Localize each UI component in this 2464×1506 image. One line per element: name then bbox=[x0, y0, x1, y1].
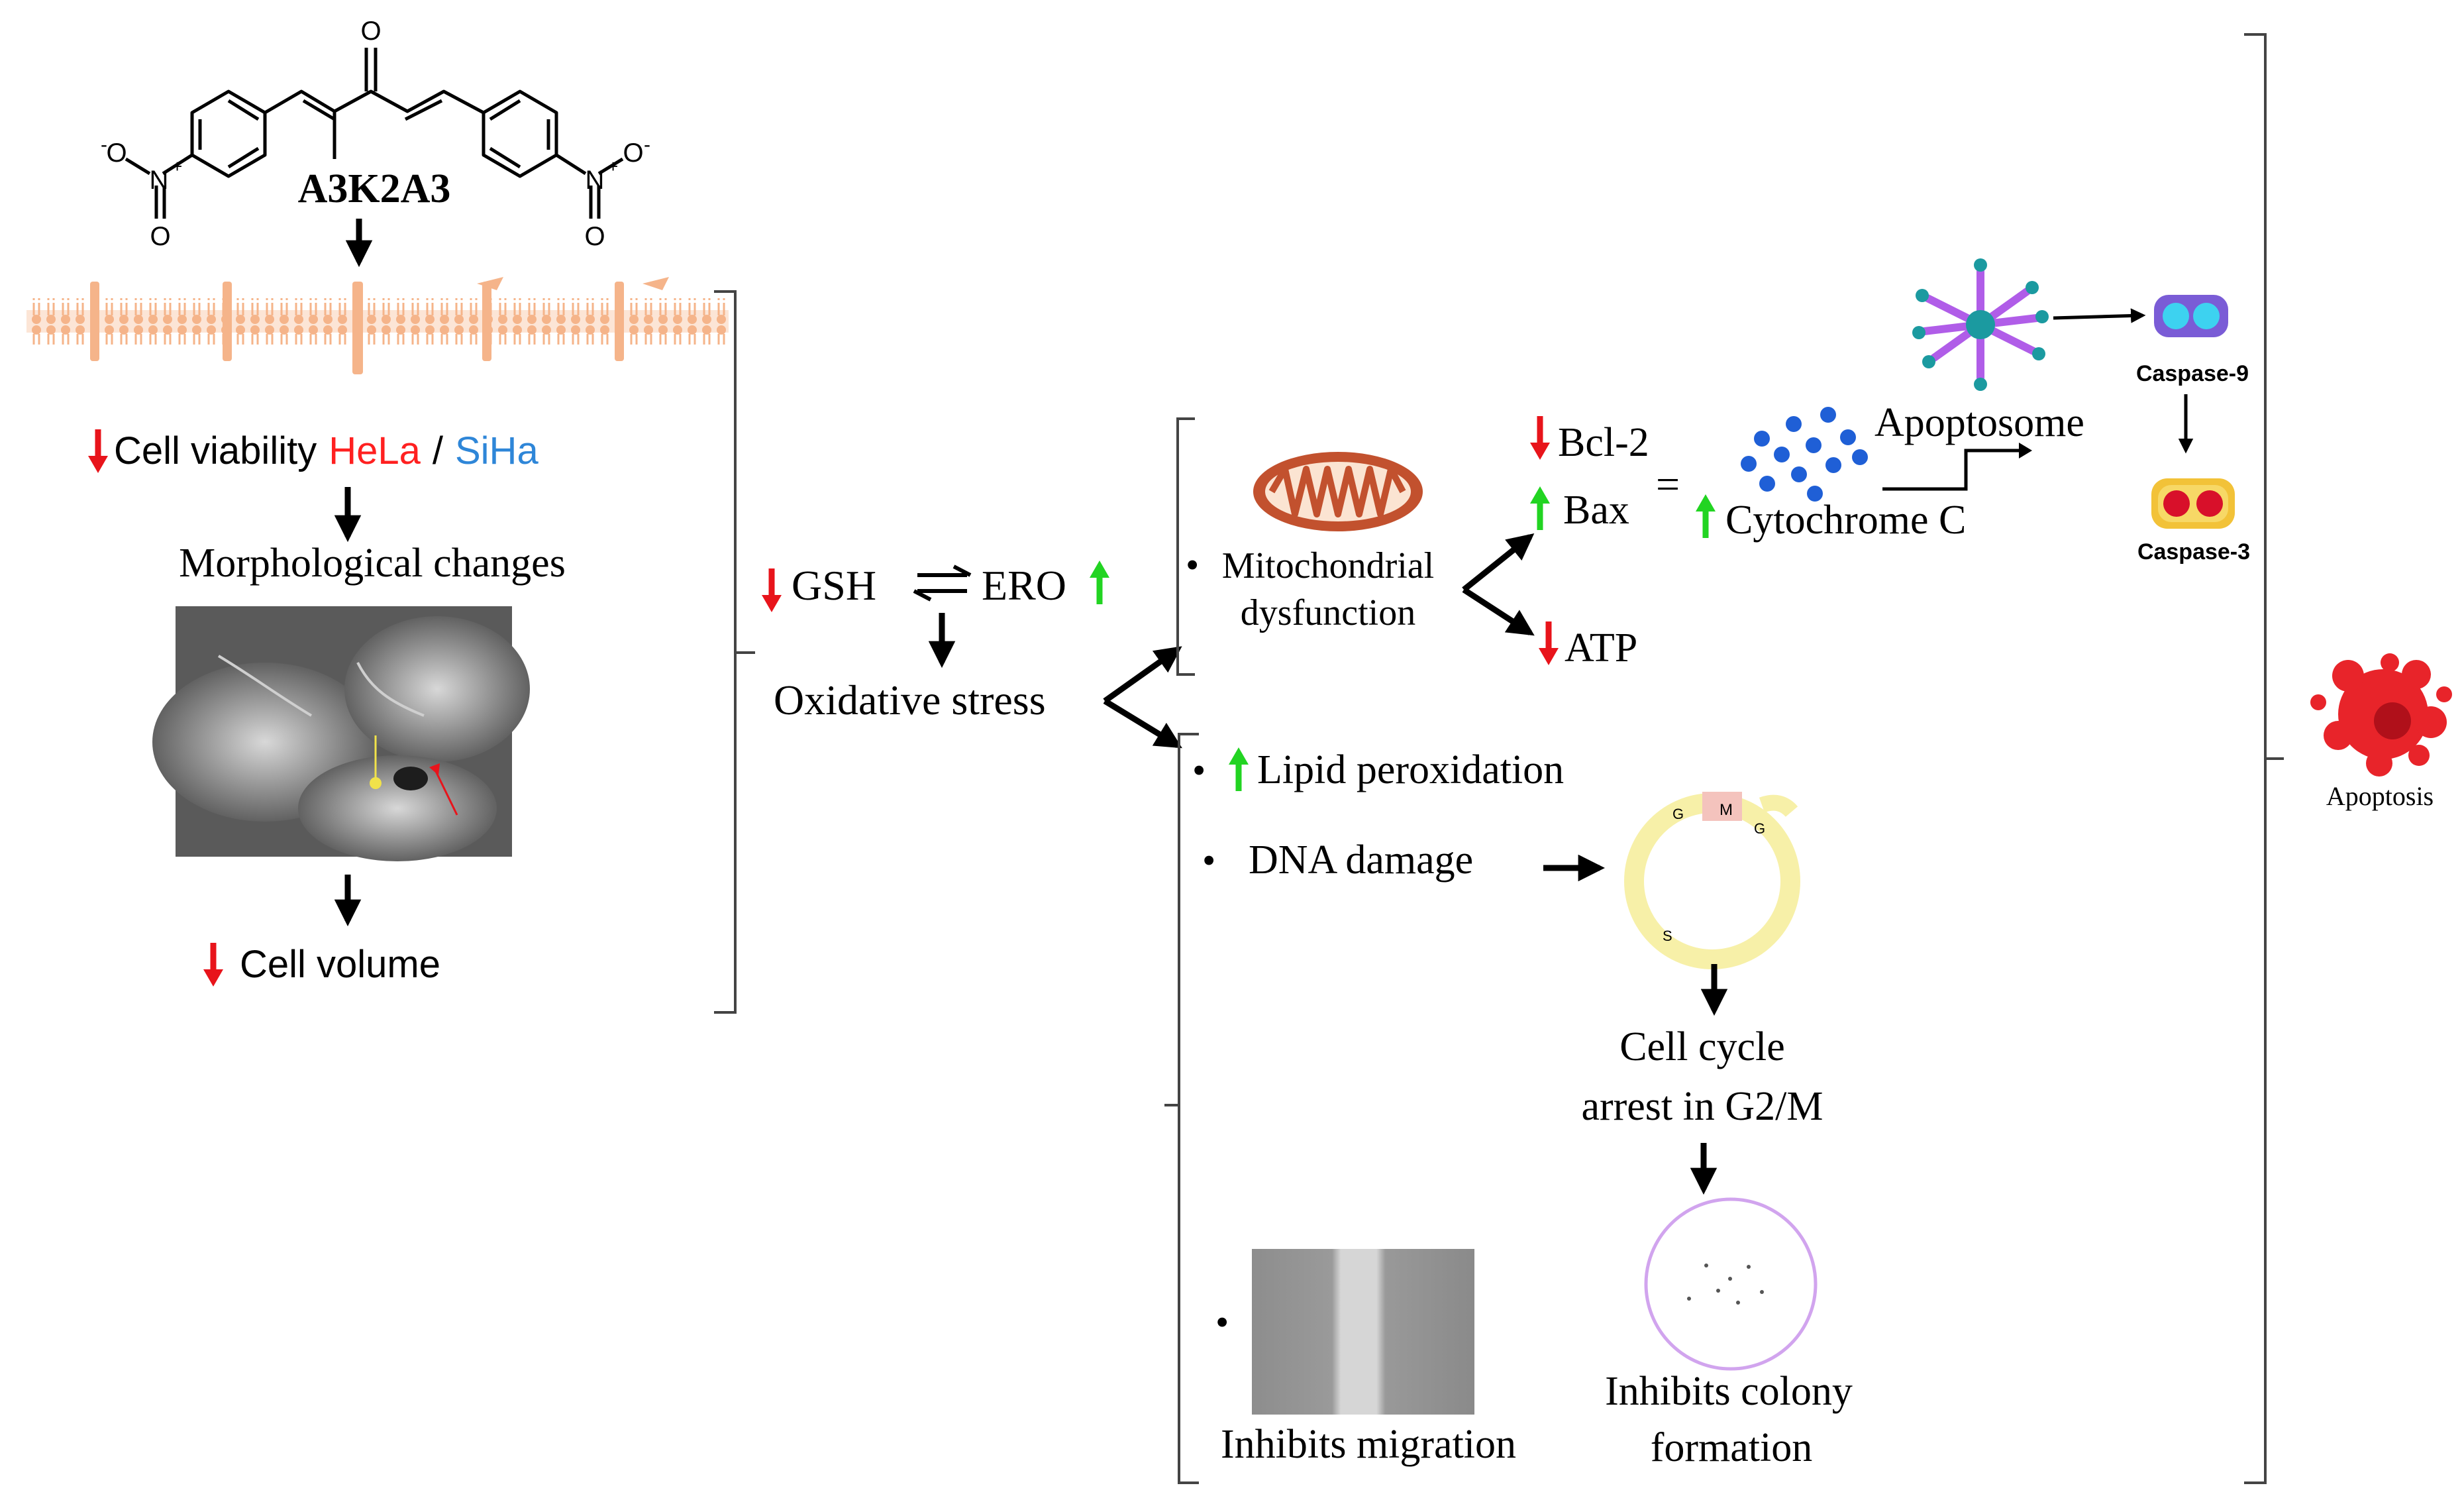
siha-label: SiHa bbox=[455, 429, 539, 472]
viability-label: Cell viability bbox=[114, 429, 317, 472]
nitro-minus-left: - bbox=[101, 134, 107, 156]
cytochrome-dots bbox=[1741, 407, 1868, 502]
up-arrow-lipid bbox=[1229, 747, 1249, 791]
down-arrow-atp bbox=[1539, 621, 1559, 665]
bcl2-label: Bcl-2 bbox=[1558, 420, 1649, 465]
nitro-oxygen-left-lower: O bbox=[150, 222, 170, 251]
nitro-oxygen-right: O bbox=[623, 138, 643, 168]
atp-label: ATP bbox=[1565, 625, 1637, 671]
caspase3-label: Caspase-3 bbox=[2137, 539, 2250, 565]
caspase9-label: Caspase-9 bbox=[2136, 361, 2249, 386]
apoptosome-label: Apoptosome bbox=[1874, 400, 2084, 445]
nitro-oxygen-left: O bbox=[106, 138, 127, 168]
colony-line2: formation bbox=[1651, 1425, 1813, 1470]
connector-cytochrome-apoptosome bbox=[1882, 449, 2027, 491]
wound-healing-image bbox=[1252, 1249, 1474, 1415]
cell-membrane bbox=[26, 277, 729, 374]
cell-cycle-icon: M G G S bbox=[1624, 792, 1800, 969]
cell-volume-label: Cell volume bbox=[240, 943, 440, 986]
bax-label: Bax bbox=[1563, 488, 1629, 533]
mito-line2: dysfunction bbox=[1241, 592, 1415, 633]
left-bracket bbox=[714, 290, 755, 1014]
phase-s-label: S bbox=[1663, 928, 1672, 944]
down-arrow-cell-volume bbox=[203, 943, 223, 987]
apoptosome-icon bbox=[1912, 258, 2049, 391]
nitro-nitrogen-right: N bbox=[586, 166, 605, 195]
equals-sign: = bbox=[1656, 460, 1680, 508]
colony-plate-icon bbox=[1644, 1197, 1818, 1371]
down-arrow-gsh bbox=[762, 568, 782, 612]
bullet-dna: • bbox=[1202, 839, 1215, 882]
outer-bracket bbox=[2244, 33, 2284, 1484]
ero-label: ERO bbox=[982, 562, 1066, 609]
sem-micrograph bbox=[152, 606, 530, 861]
arrest-line1: Cell cycle bbox=[1619, 1024, 1785, 1069]
oxidative-stress-label: Oxidative stress bbox=[774, 676, 1046, 724]
bullet-lipid: • bbox=[1192, 749, 1206, 792]
equilibrium-arrows bbox=[913, 565, 972, 602]
arrow-apoptosome-to-caspase9 bbox=[2053, 308, 2146, 323]
apoptotic-cell-icon bbox=[2310, 653, 2452, 777]
caspase3-icon bbox=[2151, 478, 2235, 529]
phase-m-label: M bbox=[1720, 801, 1733, 819]
down-arrow-viability bbox=[88, 429, 108, 473]
colony-line1: Inhibits colony bbox=[1605, 1369, 1853, 1414]
bullet-migration: • bbox=[1215, 1301, 1229, 1344]
up-arrow-ero bbox=[1090, 561, 1109, 604]
nitro-minus-right: - bbox=[644, 134, 650, 156]
arrow-mito-to-atp bbox=[1462, 587, 1535, 636]
arrow-mito-to-bcl2 bbox=[1462, 533, 1535, 592]
bullet-mito: • bbox=[1186, 543, 1199, 586]
lipid-peroxidation-label: Lipid peroxidation bbox=[1257, 747, 1564, 792]
nitro-charge-right: + bbox=[608, 156, 618, 176]
up-arrow-bax bbox=[1530, 486, 1550, 530]
inhibits-migration-label: Inhibits migration bbox=[1221, 1422, 1516, 1467]
gsh-label: GSH bbox=[792, 562, 876, 609]
phase-g1-label: G bbox=[1754, 820, 1765, 837]
mito-line1: Mitochondrial bbox=[1222, 545, 1434, 586]
arrow-stress-to-mito bbox=[1103, 646, 1182, 704]
compound-structure: O N + O - O N + O - O A3K2A3 bbox=[101, 17, 650, 251]
dna-damage-label: DNA damage bbox=[1249, 837, 1473, 883]
carbonyl-oxygen: O bbox=[360, 17, 381, 46]
mitochondrion-icon bbox=[1253, 452, 1423, 531]
nitro-nitrogen-left: N bbox=[150, 166, 169, 195]
hela-label: HeLa bbox=[329, 429, 421, 472]
compound-name: A3K2A3 bbox=[298, 166, 451, 211]
arrest-line2: arrest in G2/M bbox=[1581, 1084, 1823, 1129]
caspase9-icon bbox=[2154, 295, 2228, 337]
nitro-oxygen-right-lower: O bbox=[584, 222, 605, 251]
apoptosis-label: Apoptosis bbox=[2326, 781, 2434, 811]
mito-bracket bbox=[1176, 417, 1195, 676]
lower-bracket bbox=[1164, 733, 1199, 1484]
morphological-changes-label: Morphological changes bbox=[179, 541, 566, 586]
phase-g2-label: G bbox=[1672, 806, 1684, 822]
up-arrow-cytochrome bbox=[1696, 494, 1716, 538]
nitro-charge-left: + bbox=[172, 156, 182, 176]
cell-viability-line: Cell viability HeLa / SiHa bbox=[114, 429, 539, 472]
down-arrow-bcl2 bbox=[1530, 416, 1550, 460]
cell-line-separator: / bbox=[433, 429, 444, 472]
cytochrome-label: Cytochrome C bbox=[1725, 498, 1966, 543]
arrow-stress-to-damage bbox=[1103, 698, 1182, 749]
